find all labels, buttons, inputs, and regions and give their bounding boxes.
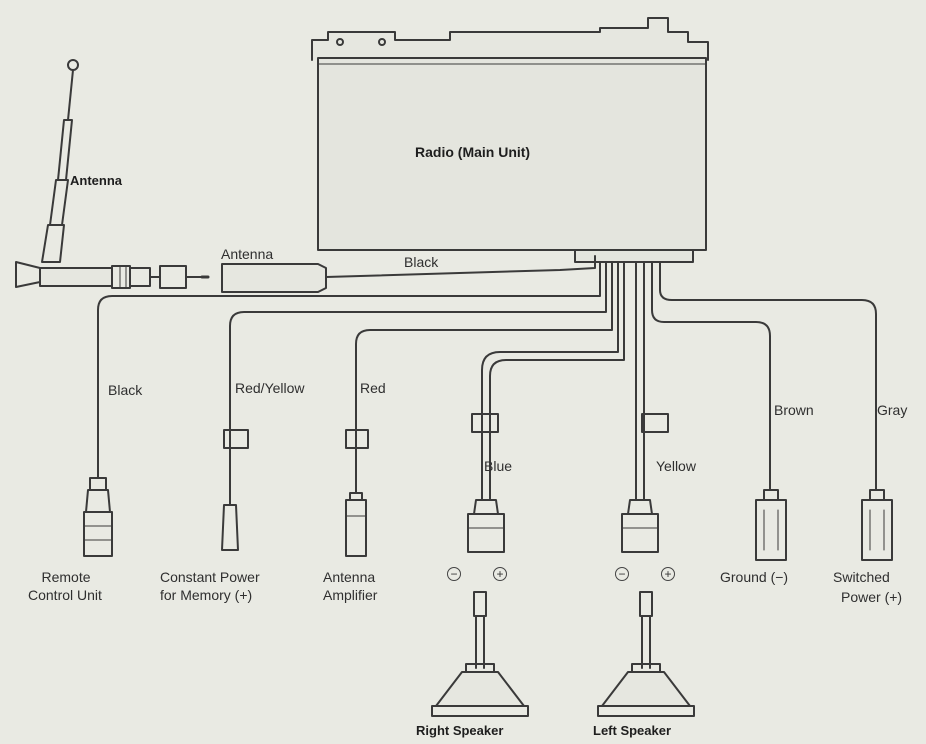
switched-wire-color-label: Gray <box>877 402 908 418</box>
left-plus-symbol: + <box>661 567 675 581</box>
radio-main-unit <box>311 17 709 263</box>
memory-connector <box>221 429 249 551</box>
left-speaker-label: Left Speaker <box>593 723 672 738</box>
left-speaker-connector <box>621 413 669 553</box>
antenna-rod <box>15 59 210 289</box>
left-speaker-wire-color-label: Yellow <box>656 458 696 474</box>
right-speaker-connector <box>467 413 505 553</box>
right-speaker-label: Right Speaker <box>416 723 504 738</box>
amplifier-connector-label-2: Amplifier <box>323 587 378 603</box>
memory-connector-label-2: for Memory (+) <box>160 587 253 603</box>
antenna-cable-color-label: Black <box>404 254 439 270</box>
remote-connector-label-2: Control Unit <box>28 587 102 603</box>
switched-connector-label-1: Switched <box>833 569 890 585</box>
left-minus-symbol: − <box>615 567 629 581</box>
right-speaker-wire-color-label: Blue <box>484 458 513 474</box>
antenna-plug-label: Antenna <box>221 246 274 262</box>
left-speaker <box>597 591 695 717</box>
antenna-plug <box>221 255 596 293</box>
right-minus-symbol: − <box>447 567 461 581</box>
ground-connector-label: Ground (−) <box>720 569 789 585</box>
remote-connector-label-1: Remote <box>41 569 91 585</box>
switched-connector <box>861 489 893 561</box>
memory-wire-color-label: Red/Yellow <box>235 380 305 396</box>
ground-wire-color-label: Brown <box>774 402 814 418</box>
ground-connector <box>755 489 787 561</box>
harness-wires <box>97 261 877 506</box>
amplifier-connector-label-1: Antenna <box>323 569 376 585</box>
amplifier-wire-color-label: Red <box>360 380 386 396</box>
switched-connector-label-2: Power (+) <box>841 589 903 605</box>
remote-wire-color-label: Black <box>108 382 143 398</box>
antenna-title: Antenna <box>70 173 122 188</box>
amplifier-connector <box>345 429 369 557</box>
right-plus-symbol: + <box>493 567 507 581</box>
main-unit-label: Radio (Main Unit) <box>415 144 531 160</box>
right-speaker <box>431 591 529 717</box>
remote-connector <box>83 477 113 557</box>
memory-connector-label-1: Constant Power <box>160 569 260 585</box>
